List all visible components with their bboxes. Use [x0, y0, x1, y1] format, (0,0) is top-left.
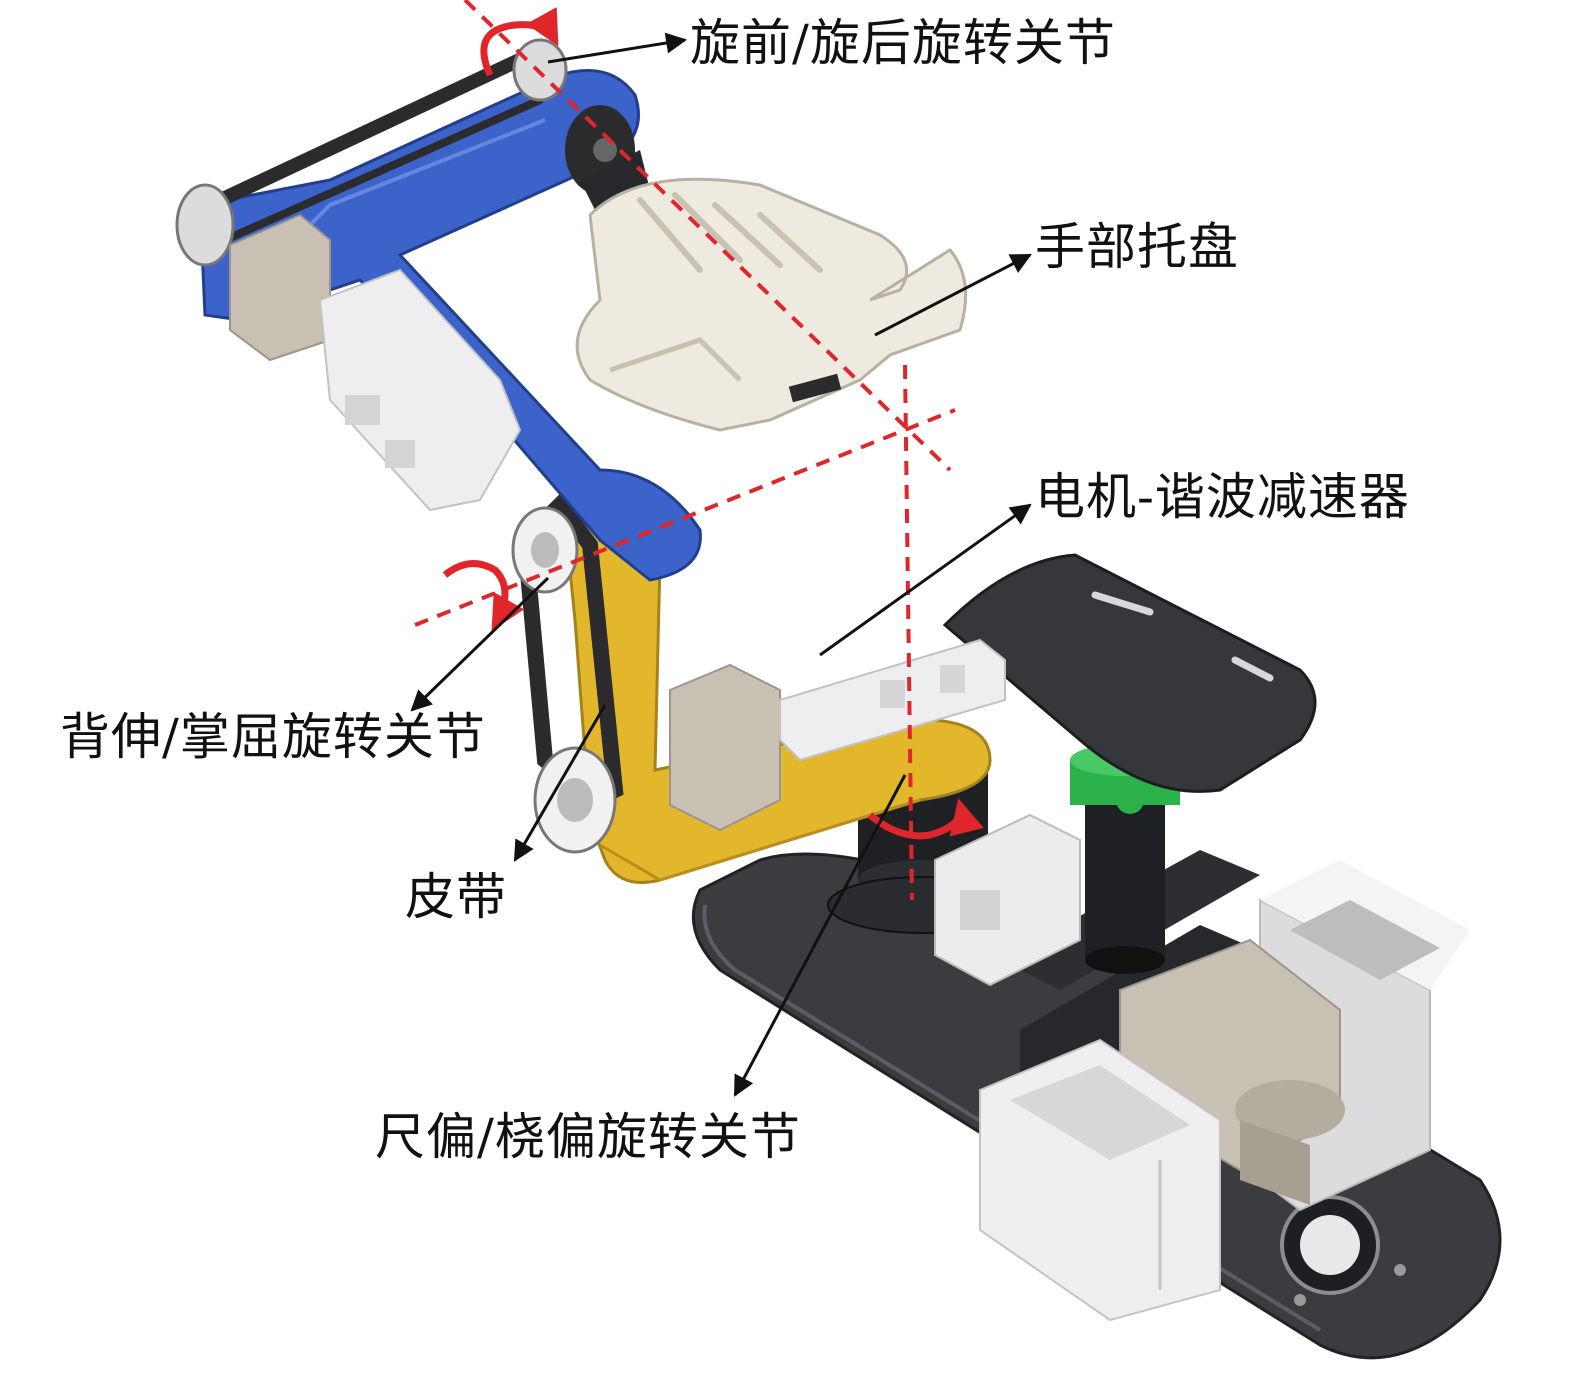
deviation-axis [903, 364, 914, 901]
leader-flexion [410, 576, 550, 712]
label-belt: 皮带 [405, 868, 507, 926]
deviation-rotation-arrow [867, 798, 984, 840]
flexion-rotation-arrow [442, 560, 525, 632]
leader-belt [513, 704, 607, 862]
pronation-axis [463, 0, 952, 472]
label-hand-tray: 手部托盘 [1035, 218, 1239, 276]
forearm-support [942, 553, 1317, 974]
leader-pronation [547, 32, 688, 64]
pronation-joint-hub [565, 105, 650, 220]
lower-belt [511, 492, 624, 854]
motor-reducer [669, 638, 1006, 832]
label-motor-harmonic-reducer: 电机-谐波减速器 [1035, 468, 1410, 526]
leader-deviation [733, 774, 907, 1097]
base-housing-center [934, 813, 1081, 987]
leader-hand-tray [874, 253, 1032, 337]
label-pronation-supination-joint: 旋前/旋后旋转关节 [690, 14, 1116, 72]
leader-motor [819, 503, 1032, 657]
rotation-arrows [442, 7, 984, 840]
base-housing-front [979, 1038, 1221, 1322]
label-ulnar-radial-deviation-joint: 尺偏/桡偏旋转关节 [375, 1108, 801, 1166]
upper-motor [229, 213, 522, 512]
pronation-rotation-arrow [480, 7, 559, 77]
leader-lines [410, 32, 1032, 1097]
label-dorsiflexion-palmarflexion-joint: 背伸/掌屈旋转关节 [60, 708, 486, 766]
